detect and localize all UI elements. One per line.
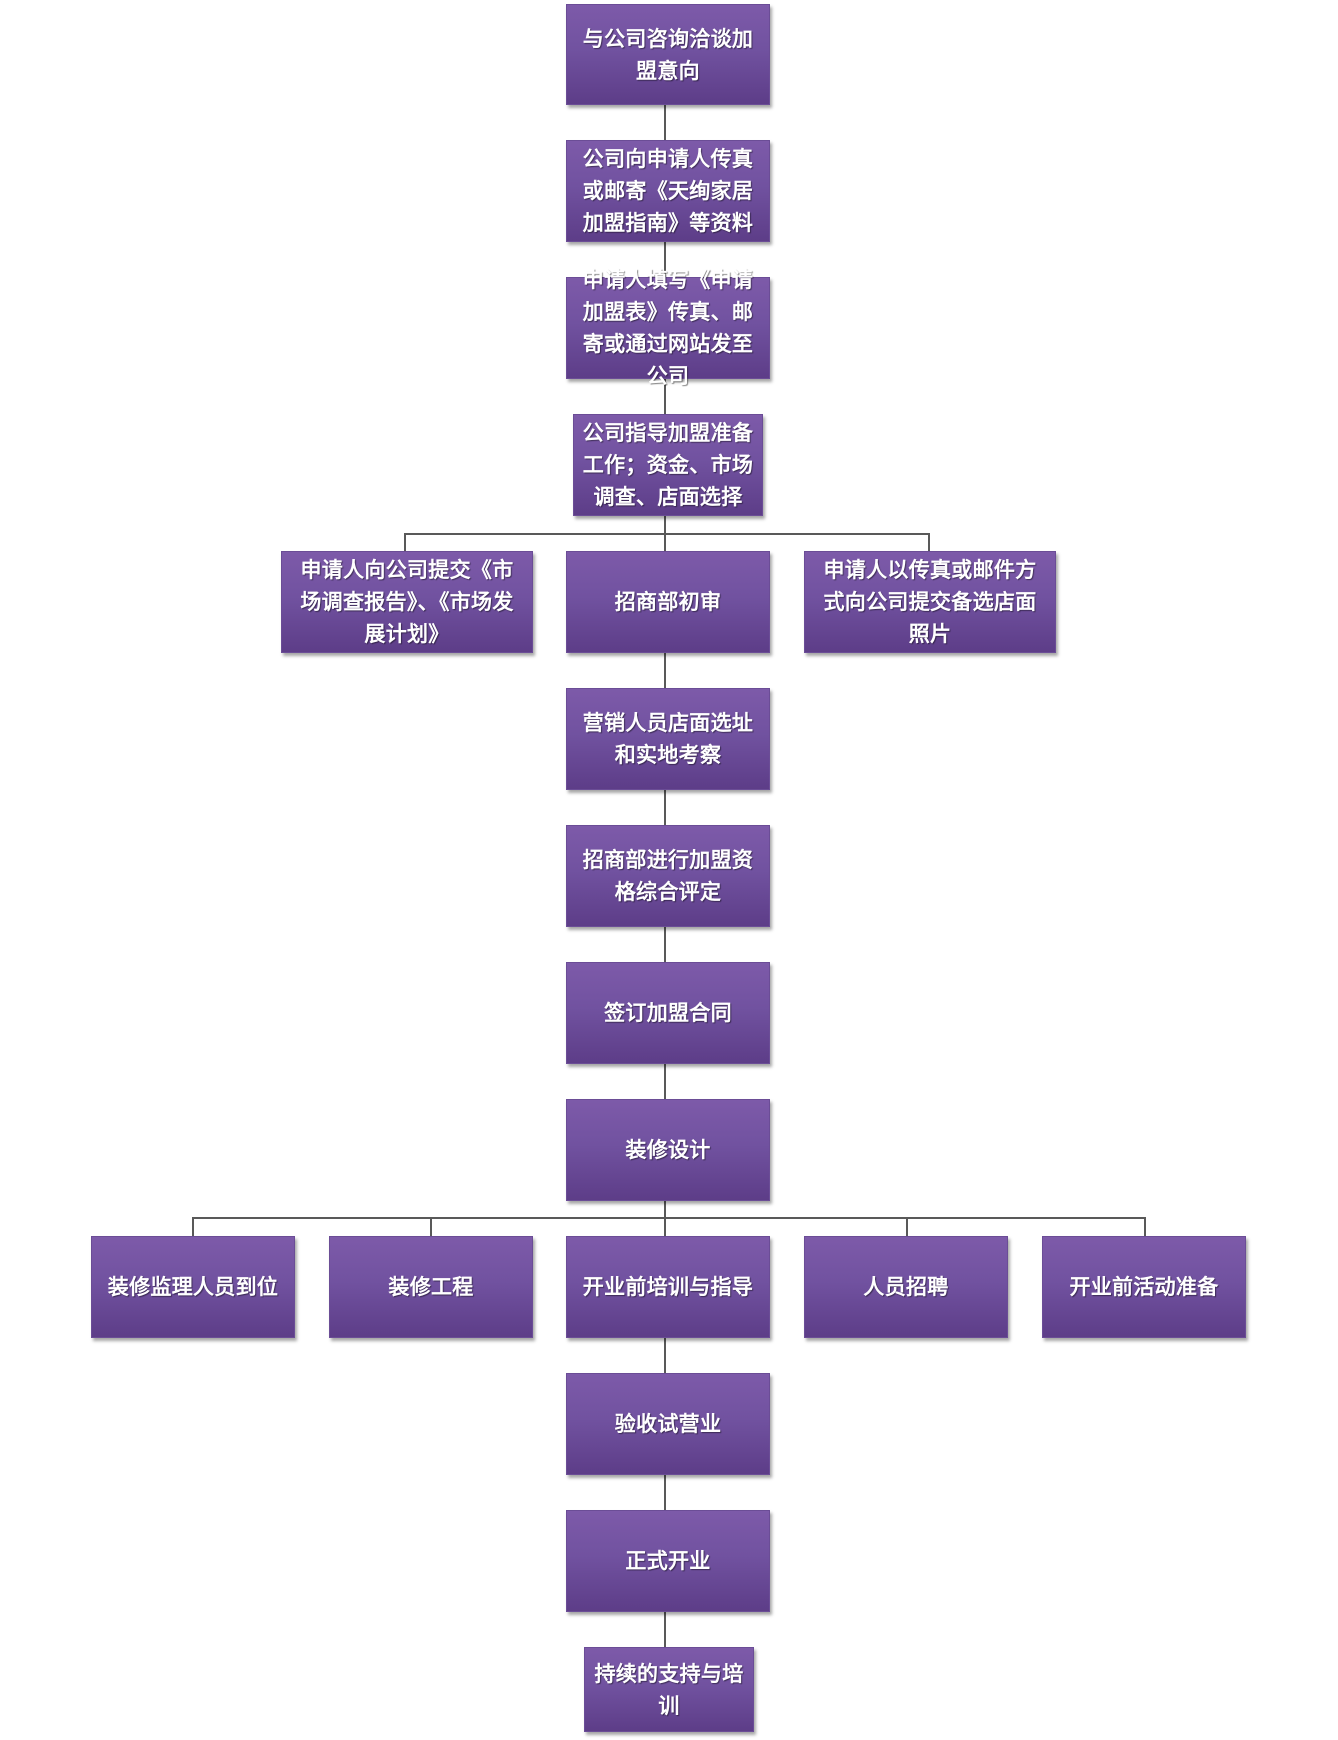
step-sign-contract: 签订加盟合同 <box>566 962 770 1064</box>
connector-line <box>664 1611 666 1647</box>
connector-line <box>664 1474 666 1510</box>
step-recruitment: 人员招聘 <box>804 1236 1008 1338</box>
connector-line <box>664 652 666 688</box>
step-initial-review: 招商部初审 <box>566 551 770 653</box>
connector-line <box>404 533 930 535</box>
step-label: 公司向申请人传真或邮寄《天绚家居加盟指南》等资料 <box>582 147 754 235</box>
step-label: 申请人以传真或邮件方式向公司提交备选店面照片 <box>823 558 1037 646</box>
connector-line <box>664 789 666 825</box>
step-site-inspection: 营销人员店面选址和实地考察 <box>566 688 770 790</box>
step-label: 申请人填写《申请加盟表》传真、邮寄或通过网站发至公司 <box>582 268 754 388</box>
step-label: 申请人向公司提交《市场调查报告》、《市场发展计划》 <box>300 558 514 646</box>
connector-line <box>1144 1217 1146 1236</box>
connector-line <box>664 1063 666 1099</box>
step-pre-opening-training: 开业前培训与指导 <box>566 1236 770 1338</box>
step-application-form: 申请人填写《申请加盟表》传真、邮寄或通过网站发至公司 <box>566 268 770 388</box>
step-decoration-design: 装修设计 <box>566 1099 770 1201</box>
step-label: 招商部初审 <box>614 590 722 614</box>
step-send-guide: 公司向申请人传真或邮寄《天绚家居加盟指南》等资料 <box>566 140 770 242</box>
step-decoration-work: 装修工程 <box>329 1236 533 1338</box>
connector-line <box>664 241 666 277</box>
step-preparation-guidance: 公司指导加盟准备工作；资金、市场调查、店面选择 <box>573 414 763 516</box>
step-label: 持续的支持与培训 <box>594 1661 744 1718</box>
step-trial-operation: 验收试营业 <box>566 1373 770 1475</box>
step-label: 开业前培训与指导 <box>582 1275 754 1299</box>
connector-line <box>664 104 666 140</box>
step-submit-store-photos: 申请人以传真或邮件方式向公司提交备选店面照片 <box>804 551 1056 653</box>
connector-line <box>664 1337 666 1373</box>
step-label: 营销人员店面选址和实地考察 <box>582 711 754 767</box>
step-label: 装修设计 <box>625 1138 711 1162</box>
connector-line <box>664 378 666 414</box>
step-supervisor-arrival: 装修监理人员到位 <box>91 1236 295 1338</box>
step-grand-opening: 正式开业 <box>566 1510 770 1612</box>
step-qualification-evaluation: 招商部进行加盟资格综合评定 <box>566 825 770 927</box>
step-label: 验收试营业 <box>614 1412 722 1436</box>
step-label: 与公司咨询洽谈加盟意向 <box>582 26 754 83</box>
step-ongoing-support: 持续的支持与培训 <box>584 1647 754 1732</box>
step-pre-opening-events: 开业前活动准备 <box>1042 1236 1246 1338</box>
connector-line <box>928 533 930 551</box>
step-label: 开业前活动准备 <box>1069 1275 1219 1299</box>
connector-line <box>430 1217 432 1236</box>
connector-line <box>192 1217 1146 1219</box>
connector-line <box>404 533 406 551</box>
connector-line <box>192 1217 194 1236</box>
connector-line <box>906 1217 908 1236</box>
step-label: 装修工程 <box>388 1275 474 1299</box>
step-label: 人员招聘 <box>863 1275 949 1299</box>
step-submit-market-report: 申请人向公司提交《市场调查报告》、《市场发展计划》 <box>281 551 533 653</box>
step-label: 公司指导加盟准备工作；资金、市场调查、店面选择 <box>582 421 754 509</box>
step-label: 装修监理人员到位 <box>107 1275 279 1299</box>
step-label: 正式开业 <box>625 1549 711 1573</box>
step-franchise-inquiry: 与公司咨询洽谈加盟意向 <box>566 4 770 105</box>
step-label: 招商部进行加盟资格综合评定 <box>582 848 754 904</box>
connector-line <box>664 926 666 962</box>
step-label: 签订加盟合同 <box>604 1001 732 1025</box>
